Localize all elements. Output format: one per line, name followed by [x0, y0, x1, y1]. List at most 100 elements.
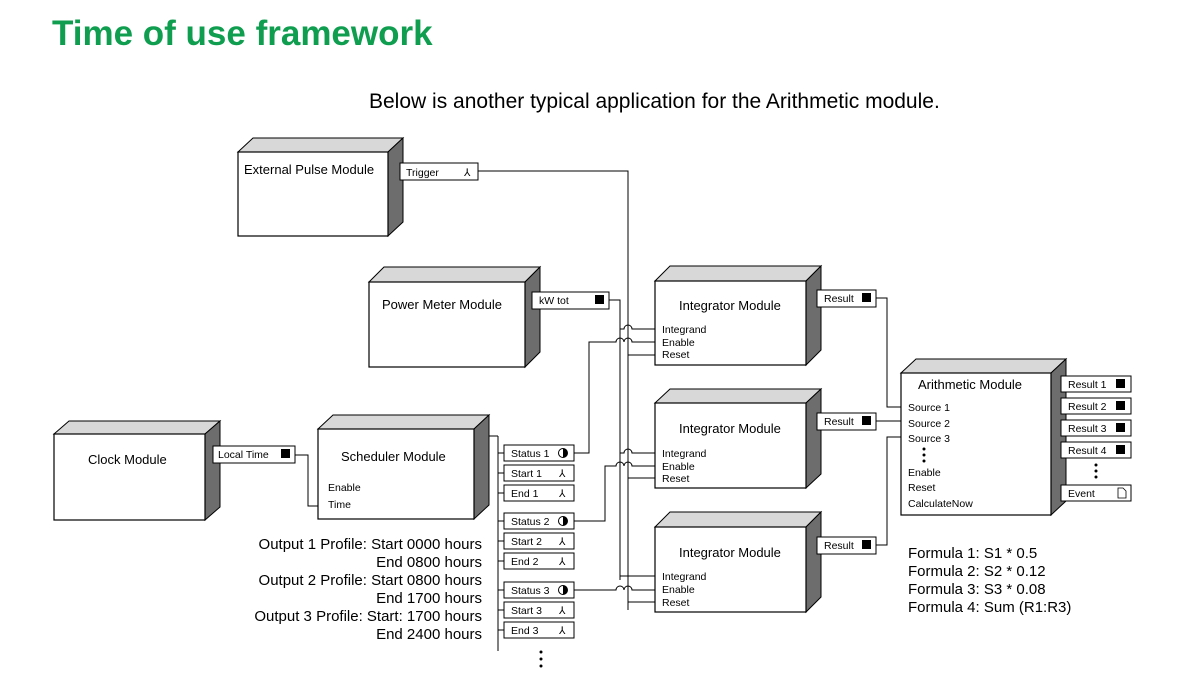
result-4-port[interactable]: Result 4	[1060, 441, 1132, 459]
formula-line: Formula 1: S1 * 0.5	[908, 545, 1037, 562]
result-1-port[interactable]: Result 1	[1060, 375, 1132, 393]
svg-text:Event: Event	[1068, 488, 1095, 500]
local-time-output-port[interactable]: Local Time	[212, 445, 296, 464]
svg-text:Arithmetic Module: Arithmetic Module	[918, 377, 1022, 392]
power-meter-title: Power Meter Module	[382, 297, 502, 312]
end-2-port[interactable]: End 2 ⅄	[503, 552, 575, 570]
svg-text:Result 3: Result 3	[1068, 423, 1107, 435]
scheduler-time-input: Time	[328, 499, 351, 511]
status-3-port[interactable]: Status 3	[503, 581, 575, 599]
clock-module[interactable]: Clock Module	[52, 419, 222, 522]
svg-text:Result 1: Result 1	[1068, 379, 1107, 391]
pulse-icon: ⅄	[558, 605, 566, 617]
numeric-output-icon	[862, 416, 871, 425]
svg-text:Start 3: Start 3	[511, 605, 542, 617]
profile-line: End 0800 hours	[376, 554, 482, 571]
event-port[interactable]: Event	[1060, 484, 1132, 502]
numeric-output-icon	[1116, 379, 1125, 388]
scheduler-module[interactable]: Scheduler Module Enable Time	[316, 413, 491, 521]
profile-line: End 1700 hours	[376, 590, 482, 607]
integrator-3-result-port[interactable]: Result	[816, 536, 877, 555]
numeric-output-icon	[1116, 423, 1125, 432]
svg-text:End 2: End 2	[511, 556, 539, 568]
numeric-output-icon	[281, 449, 290, 458]
formula-line: Formula 4: Sum (R1:R3)	[908, 599, 1071, 616]
profile-line: End 2400 hours	[376, 626, 482, 643]
svg-text:CalculateNow: CalculateNow	[908, 498, 973, 510]
power-meter-module[interactable]: Power Meter Module	[367, 265, 542, 369]
svg-text:Start 2: Start 2	[511, 536, 542, 548]
svg-text:Source 2: Source 2	[908, 418, 950, 430]
integrator-2-result-port[interactable]: Result	[816, 412, 877, 431]
svg-text:Source 1: Source 1	[908, 402, 950, 414]
svg-text:Reset: Reset	[662, 597, 690, 609]
svg-text:Source 3: Source 3	[908, 433, 950, 445]
more-outputs-ellipsis	[539, 650, 543, 668]
svg-text:Result: Result	[824, 540, 854, 552]
numeric-output-icon	[862, 293, 871, 302]
formula-line: Formula 2: S2 * 0.12	[908, 563, 1046, 580]
svg-text:Enable: Enable	[662, 584, 695, 596]
pulse-icon: ⅄	[558, 468, 566, 480]
svg-text:End 1: End 1	[511, 488, 539, 500]
result-3-port[interactable]: Result 3	[1060, 419, 1132, 437]
svg-text:Status 3: Status 3	[511, 585, 550, 597]
formulas: Formula 1: S1 * 0.5 Formula 2: S2 * 0.12…	[908, 545, 1071, 616]
svg-text:Enable: Enable	[662, 461, 695, 473]
end-1-port[interactable]: End 1 ⅄	[503, 484, 575, 502]
kw-tot-output-port[interactable]: kW tot	[531, 291, 610, 310]
trigger-output-label: Trigger	[406, 167, 439, 179]
scheduler-enable-input: Enable	[328, 482, 361, 494]
numeric-output-icon	[1116, 445, 1125, 454]
scheduler-outputs: Status 1 Start 1 ⅄ End 1 ⅄ Status 2 Star…	[489, 435, 575, 668]
svg-text:Result 4: Result 4	[1068, 445, 1107, 457]
arithmetic-outputs: Result 1 Result 2 Result 3 Result 4 Even…	[1060, 375, 1132, 502]
pulse-icon: ⅄	[558, 556, 566, 568]
start-3-port[interactable]: Start 3 ⅄	[503, 601, 575, 619]
status-2-port[interactable]: Status 2	[503, 512, 575, 530]
numeric-output-icon	[862, 540, 871, 549]
svg-text:Integrand: Integrand	[662, 448, 707, 460]
arithmetic-module[interactable]: Arithmetic Module Source 1 Source 2 Sour…	[899, 357, 1068, 517]
svg-text:Integrand: Integrand	[662, 324, 707, 336]
pulse-icon: ⅄	[463, 167, 471, 179]
svg-text:Enable: Enable	[662, 337, 695, 349]
integrator-module-2[interactable]: Integrator Module Integrand Enable Reset	[653, 387, 823, 490]
start-2-port[interactable]: Start 2 ⅄	[503, 532, 575, 550]
numeric-output-icon	[595, 295, 604, 304]
svg-text:End 3: End 3	[511, 625, 539, 637]
profile-line: Output 2 Profile: Start 0800 hours	[259, 572, 482, 589]
formula-line: Formula 3: S3 * 0.08	[908, 581, 1046, 598]
svg-text:Integrator Module: Integrator Module	[679, 545, 781, 560]
external-pulse-module[interactable]: External Pulse Module	[236, 136, 405, 238]
svg-text:Status 2: Status 2	[511, 516, 550, 528]
svg-text:Integrator Module: Integrator Module	[679, 421, 781, 436]
numeric-output-icon	[1116, 401, 1125, 410]
profile-line: Output 1 Profile: Start 0000 hours	[259, 536, 482, 553]
start-1-port[interactable]: Start 1 ⅄	[503, 464, 575, 482]
integrator-module-1[interactable]: Integrator Module Integrand Enable Reset	[653, 264, 823, 367]
profile-line: Output 3 Profile: Start: 1700 hours	[254, 608, 482, 625]
event-log-icon	[1117, 487, 1127, 499]
scheduler-title: Scheduler Module	[341, 449, 446, 464]
output-profiles: Output 1 Profile: Start 0000 hours End 0…	[254, 536, 482, 643]
svg-text:Result: Result	[824, 416, 854, 428]
svg-text:Integrand: Integrand	[662, 571, 707, 583]
status-1-port[interactable]: Status 1	[503, 444, 575, 462]
svg-text:Result 2: Result 2	[1068, 401, 1107, 413]
result-2-port[interactable]: Result 2	[1060, 397, 1132, 415]
svg-text:Start 1: Start 1	[511, 468, 542, 480]
pulse-icon: ⅄	[558, 536, 566, 548]
integrator-1-result-port[interactable]: Result	[816, 289, 877, 308]
svg-text:Reset: Reset	[662, 473, 690, 485]
kw-tot-label: kW tot	[539, 295, 569, 307]
connection-wires	[295, 170, 901, 610]
svg-text:Integrator Module: Integrator Module	[679, 298, 781, 313]
pulse-icon: ⅄	[558, 625, 566, 637]
end-3-port[interactable]: End 3 ⅄	[503, 621, 575, 639]
svg-text:Reset: Reset	[662, 349, 690, 361]
svg-text:Result: Result	[824, 293, 854, 305]
trigger-output-port[interactable]: Trigger ⅄	[399, 162, 479, 181]
integrator-module-3[interactable]: Integrator Module Integrand Enable Reset	[653, 510, 823, 614]
